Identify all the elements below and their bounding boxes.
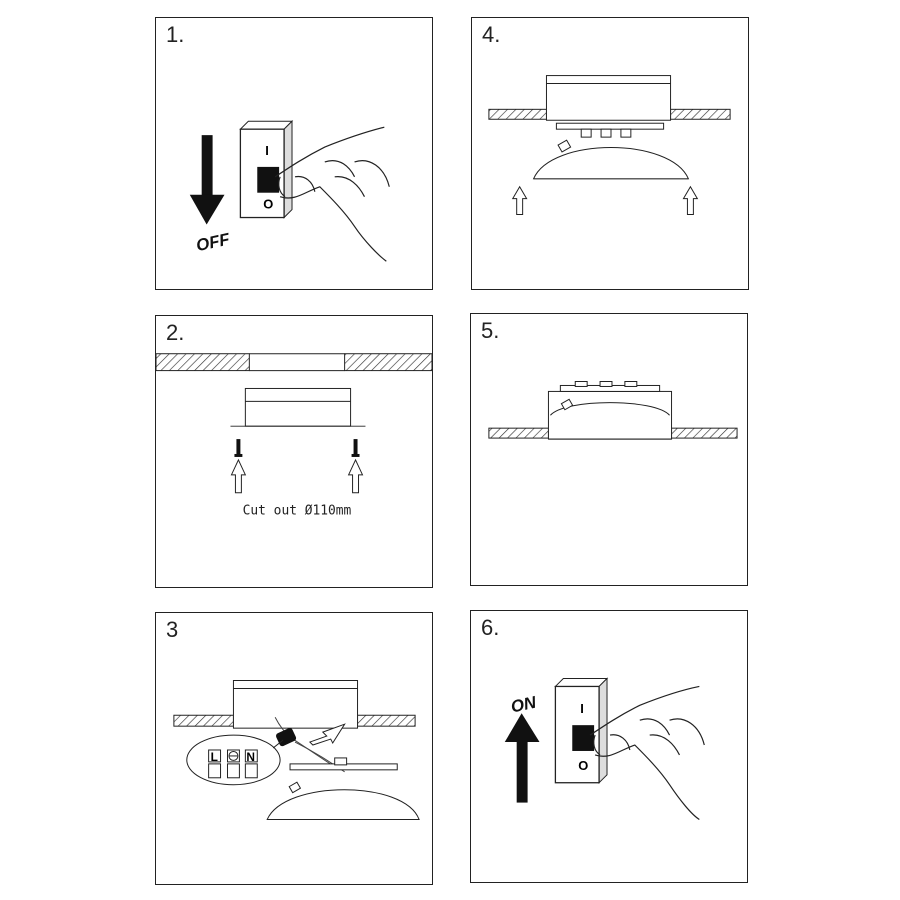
wall-switch-icon: I O [239, 120, 294, 219]
step-number: 2. [166, 320, 185, 345]
switch-on-mark: I [580, 701, 584, 716]
off-label: OFF [194, 229, 232, 255]
step-4-panel: 4. [471, 17, 749, 290]
step-3-panel: 3 L N [155, 612, 433, 885]
ceiling-left [488, 108, 547, 120]
up-arrow-icon [511, 185, 699, 216]
wiring-callout: L N [186, 734, 284, 786]
pointer-arrow-icon [308, 723, 346, 746]
up-arrow-icon [230, 458, 364, 494]
switch-off-mark: O [578, 758, 588, 773]
on-label: ON [509, 693, 538, 717]
step-number: 3 [166, 617, 179, 642]
hand-icon [274, 126, 390, 262]
mounting-box [232, 680, 359, 729]
lamp-fixture [266, 757, 420, 820]
down-arrow-icon [189, 135, 225, 225]
lamp-fixture [532, 122, 690, 180]
cutout-caption: Cut out Ø110mm [243, 504, 352, 519]
terminal-live-label: L [211, 750, 218, 764]
up-arrow-icon [504, 713, 540, 803]
ceiling-left [488, 427, 549, 439]
ceiling-right [670, 108, 731, 120]
mounting-box [230, 387, 366, 427]
mounting-box [545, 75, 672, 121]
step-5-panel: 5. [470, 313, 748, 586]
ceiling-left [156, 353, 250, 372]
installed-lamp [547, 381, 673, 440]
step-1-panel: 1. OFF I O [155, 17, 433, 290]
step-number: 5. [481, 318, 500, 343]
terminal-neutral-label: N [246, 750, 255, 764]
screw-icon [234, 439, 360, 457]
ceiling-left [173, 714, 234, 727]
switch-on-mark: I [265, 143, 269, 158]
step-number: 1. [166, 22, 185, 47]
step-2-panel: 2. Cut out Ø110mm [155, 315, 433, 588]
ceiling-right [357, 714, 416, 727]
wall-switch-icon: I O [554, 677, 609, 784]
ceiling-right [344, 353, 432, 372]
step-6-panel: 6. ON I O [470, 610, 748, 883]
step-number: 4. [482, 22, 501, 47]
ceiling-right [671, 427, 738, 439]
switch-off-mark: O [263, 197, 273, 212]
hand-icon [589, 685, 705, 820]
step-number: 6. [481, 615, 500, 640]
ground-icon [226, 749, 240, 763]
